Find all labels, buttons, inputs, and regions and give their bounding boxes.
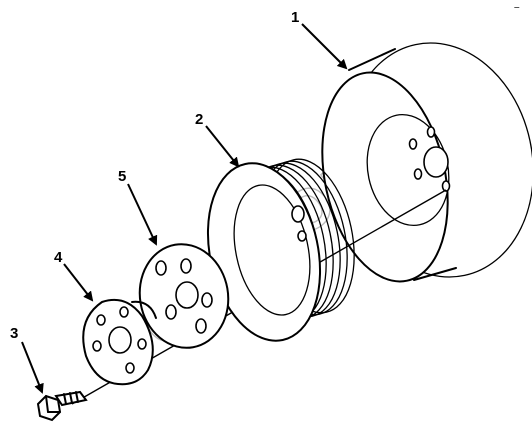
- damper-bolt-hole: [441, 180, 451, 192]
- callout-arrow-1: [301, 23, 348, 70]
- washer-hole: [92, 340, 102, 352]
- plate-hole: [195, 318, 207, 334]
- callout-label-3: 3: [10, 325, 18, 342]
- plate-hole: [180, 258, 192, 274]
- callout-label-2: 2: [195, 111, 203, 128]
- plate-hole: [165, 304, 177, 320]
- damper-center-hub: [423, 146, 449, 178]
- callout-arrow-4: [63, 263, 94, 302]
- damper-bolt-hole: [408, 138, 418, 150]
- washer-hole: [96, 314, 106, 326]
- callout-arrow-3: [21, 341, 44, 394]
- damper-bolt-hole: [413, 168, 423, 180]
- part-2-pulley: [206, 158, 355, 342]
- corner-mark: –: [514, 2, 520, 13]
- callout-arrow-5: [127, 183, 158, 246]
- plate-hole: [155, 260, 167, 276]
- plate-center-hole: [175, 281, 199, 309]
- plate-hole: [201, 292, 213, 308]
- pulley-bolt-hole: [297, 230, 307, 242]
- pulley-bolt-hole: [291, 205, 305, 223]
- part-1-damper: [321, 42, 532, 283]
- callout-label-5: 5: [118, 168, 126, 185]
- callout-label-1: 1: [291, 9, 299, 26]
- part-3-bolt: [36, 390, 88, 422]
- washer-hole: [119, 306, 129, 318]
- callout-arrows: [21, 23, 348, 394]
- callout-arrow-2: [205, 125, 240, 168]
- washer-hole: [137, 338, 147, 350]
- washer-hole: [125, 362, 135, 374]
- part-4-washer: [82, 298, 157, 386]
- callout-label-4: 4: [54, 249, 63, 266]
- bolt-hex-head: [36, 394, 62, 422]
- pulley-inner-bore: [233, 184, 311, 316]
- part-5-plate: [138, 243, 230, 349]
- washer-center-hole: [108, 326, 132, 354]
- damper-bolt-hole: [426, 126, 436, 138]
